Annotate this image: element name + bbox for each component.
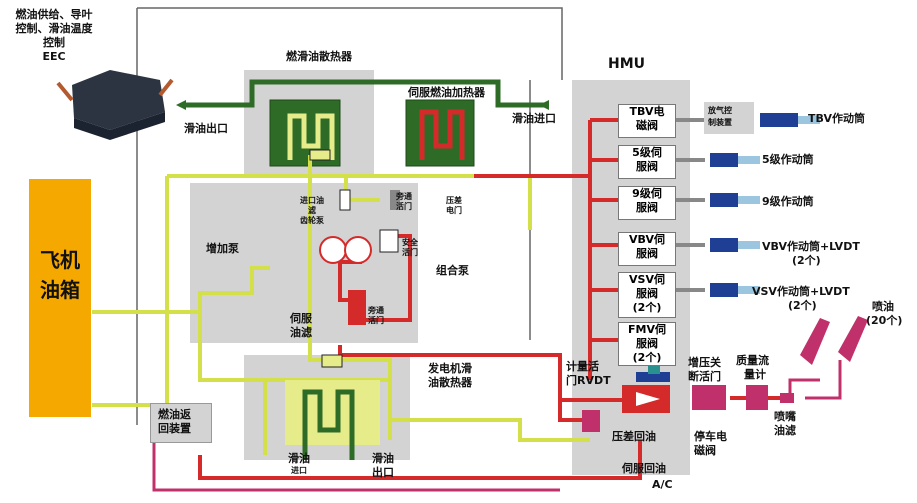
safety-valve-label-line2: 活门 [402, 248, 418, 257]
vsv-servo-valve: VSV伺 服阀 (2个) [618, 272, 676, 318]
stage5-valve-label-line1: 5级伺 [619, 146, 675, 160]
pressure-return-label: 压差回油 [612, 430, 656, 443]
oil-outlet-label: 滑油出口 [184, 122, 228, 135]
stop-solenoid-label-line1: 停车电 [694, 430, 727, 443]
vsv-valve-label-line1: VSV伺 [619, 273, 675, 287]
fuel-oil-cooler-label: 燃滑油散热器 [286, 50, 352, 63]
gen-oil-inlet-label-line1: 滑油 [288, 452, 310, 465]
fmv-servo-valve: FMV伺 服阀 (2个) [618, 322, 676, 366]
vsv-actuator-count: (2个) [788, 299, 817, 312]
safety-valve-label-line1: 安全 [402, 238, 418, 247]
vbv-actuator-count: (2个) [792, 254, 821, 267]
bypass-valve-label-line2: 活门 [396, 202, 412, 211]
eec-label-line2: 控制、滑油温度 [4, 22, 104, 35]
bleed-control-label-line2: 制装置 [708, 118, 732, 127]
shutoff-valve-label-line2: 断活门 [688, 370, 721, 383]
hmu-title: HMU [608, 58, 645, 71]
flowmeter-label-line1: 质量流 [736, 354, 769, 367]
inlet-filter-label-line1: 进口油 [300, 196, 324, 205]
fmv-valve-label-line3: (2个) [619, 351, 675, 365]
bleed-control-label-line1: 放气控 [708, 106, 732, 115]
tbv-actuator-label: TBV作动筒 [808, 112, 865, 125]
bypass-valve-label-line1: 旁通 [396, 192, 412, 201]
nozzle-filter-label-line2: 油滤 [774, 424, 796, 437]
gen-oil-outlet-label-line2: 出口 [372, 466, 394, 479]
servo-filter-label-line1: 伺服 [290, 312, 312, 325]
bypass-valve2-label-line1: 旁通 [368, 306, 384, 315]
vsv-actuator-label: VSV作动筒+LVDT [752, 285, 850, 298]
boost-pump-label: 增加泵 [206, 242, 239, 255]
stage9-valve-label-line1: 9级伺 [619, 187, 675, 201]
servo-return-label: 伺服回油 [622, 462, 666, 475]
nozzle-filter-label-line1: 喷嘴 [774, 410, 796, 423]
metering-rvdt-label-line1: 计量活 [566, 360, 599, 373]
inlet-filter-label-line2: 滤 [308, 206, 316, 215]
ac-label: A/C [652, 478, 673, 491]
vbv-valve-label-line1: VBV伺 [619, 233, 675, 247]
vsv-valve-label-line2: 服阀 [619, 287, 675, 301]
stop-solenoid-label-line2: 磁阀 [694, 444, 716, 457]
stage5-actuator-label: 5级作动筒 [762, 153, 814, 166]
stage9-servo-valve: 9级伺 服阀 [618, 186, 676, 220]
nozzles-label-line2: (20个) [866, 314, 902, 327]
eec-label-line3: 控制 [4, 36, 104, 49]
fmv-valve-label-line1: FMV伺 [619, 323, 675, 337]
bypass-valve2-label-line2: 活门 [368, 316, 384, 325]
stage5-valve-label-line2: 服阀 [619, 160, 675, 174]
eec-label-line4: EEC [4, 50, 104, 63]
gear-pump-label: 齿轮泵 [300, 216, 324, 225]
gen-oil-outlet-label-line1: 滑油 [372, 452, 394, 465]
combo-pump-label: 组合泵 [436, 264, 469, 277]
shutoff-valve-label-line1: 增压关 [688, 356, 721, 369]
vsv-valve-label-line3: (2个) [619, 301, 675, 315]
aircraft-fuel-tank-label: 飞机油箱 [40, 245, 80, 305]
eec-label-line1: 燃油供给、导叶 [4, 8, 104, 21]
stage9-actuator-label: 9级作动筒 [762, 195, 814, 208]
generator-cooler-label-line2: 油散热器 [428, 376, 472, 389]
vbv-actuator-label: VBV作动筒+LVDT [762, 240, 860, 253]
fmv-valve-label-line2: 服阀 [619, 337, 675, 351]
vbv-servo-valve: VBV伺 服阀 [618, 232, 676, 266]
stage5-servo-valve: 5级伺 服阀 [618, 145, 676, 179]
stage9-valve-label-line2: 服阀 [619, 201, 675, 215]
nozzles-label-line1: 喷油 [872, 300, 894, 313]
generator-cooler-label-line1: 发电机滑 [428, 362, 472, 375]
oil-inlet-label: 滑油进口 [512, 112, 556, 125]
tbv-valve-label-line1: TBV电 [619, 105, 675, 119]
fuel-return-label-line1: 燃油返 [158, 408, 191, 421]
metering-rvdt-label-line2: 门RVDT [566, 374, 611, 387]
tbv-solenoid-valve: TBV电 磁阀 [618, 104, 676, 138]
flowmeter-label-line2: 量计 [744, 368, 766, 381]
pressure-switch-label-line1: 压差 [446, 196, 462, 205]
vbv-valve-label-line2: 服阀 [619, 247, 675, 261]
fuel-return-label-line2: 回装置 [158, 422, 191, 435]
tbv-valve-label-line2: 磁阀 [619, 119, 675, 133]
servo-filter-label-line2: 油滤 [290, 326, 312, 339]
gen-oil-inlet-label-line2: 进口 [291, 466, 307, 475]
pressure-switch-label-line2: 电门 [446, 206, 462, 215]
servo-fuel-heater-label: 伺服燃油加热器 [408, 86, 485, 99]
